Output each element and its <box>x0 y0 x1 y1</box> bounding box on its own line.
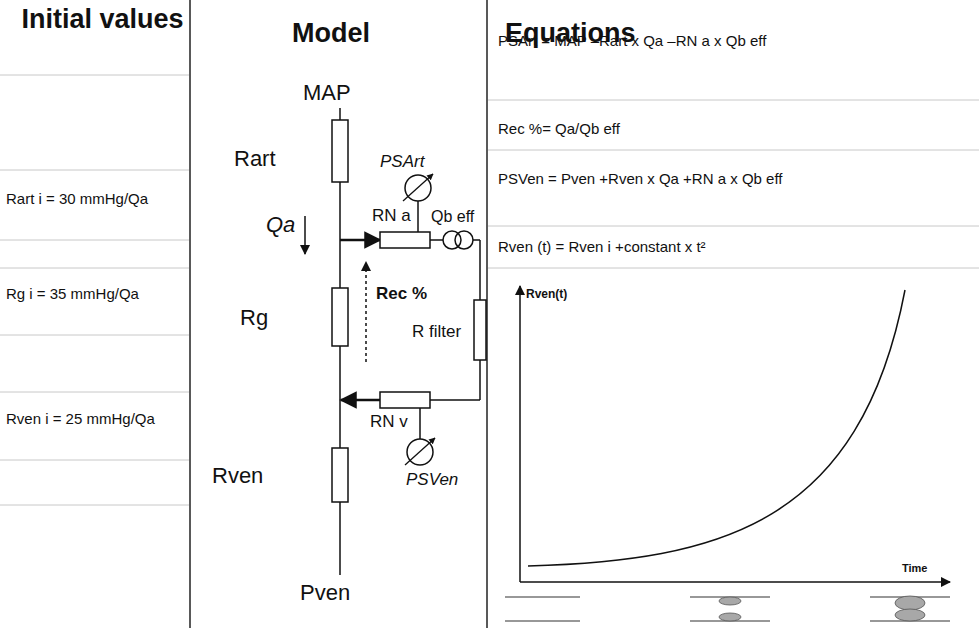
recirculation-arrow <box>365 262 367 362</box>
column-header: Initial values <box>20 4 185 35</box>
component-label: RN a <box>372 206 411 226</box>
gauge-needle <box>405 438 435 465</box>
arterial-needle-arrow <box>340 239 380 242</box>
equation: Rven (t) = Rven i +constant x t² <box>498 238 938 255</box>
node-label: Pven <box>300 580 350 605</box>
equation: PSVen = Pven +Rven x Qa +RN a x Qb eff <box>498 170 798 187</box>
gauge-needle <box>403 174 433 201</box>
equation: PSArt = MAP –Rart x Qa –RN a x Qb eff <box>498 32 798 49</box>
circuit-wires <box>340 108 480 575</box>
vessel-stenosis-sketch <box>505 596 950 621</box>
flow-label: Qa <box>266 212 295 237</box>
initial-value: Rart i = 30 mmHg/Qa <box>6 190 186 207</box>
axis-label: Rven(t) <box>526 288 567 302</box>
component-label: Qb eff <box>431 208 474 226</box>
component-label: RN v <box>370 412 408 432</box>
component-label: R filter <box>412 322 461 342</box>
resistor-symbol <box>332 120 486 502</box>
component-label: Rven <box>212 463 263 488</box>
node-label: MAP <box>303 80 351 105</box>
gauge-label: PSVen <box>406 470 458 490</box>
component-label: Rg <box>240 305 268 330</box>
initial-value: Rven i = 25 mmHg/Qa <box>6 410 186 427</box>
resistance-graph <box>520 286 950 582</box>
column-header: Model <box>292 18 370 49</box>
gauge-label: PSArt <box>380 152 424 172</box>
recirculation-label: Rec % <box>376 284 427 304</box>
current-source-symbol <box>443 231 473 249</box>
axis-label: Time <box>902 562 927 575</box>
initial-value: Rg i = 35 mmHg/Qa <box>6 285 186 302</box>
venous-needle-arrow <box>341 399 380 402</box>
flow-arrow <box>304 216 306 254</box>
ruled-lines <box>0 75 979 505</box>
equation: Rec %= Qa/Qb eff <box>498 120 798 137</box>
column-separator <box>189 0 191 628</box>
component-label: Rart <box>234 146 276 171</box>
